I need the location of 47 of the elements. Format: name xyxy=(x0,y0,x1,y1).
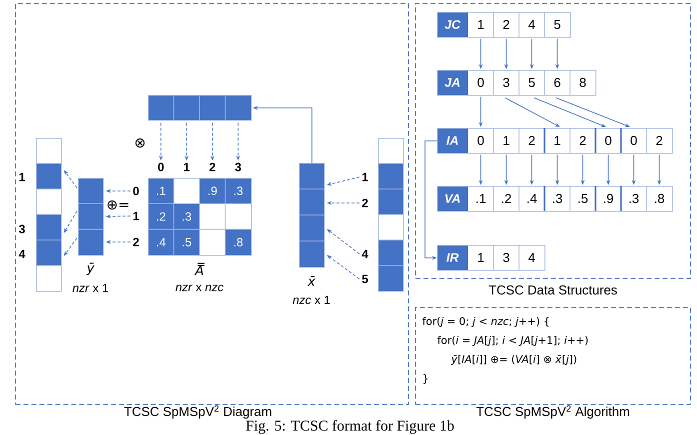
vector-label: nzc x 1 xyxy=(292,296,330,304)
array-row: IA 0 1 2 1 2 0 0 2 xyxy=(437,128,673,154)
row-number: 1 xyxy=(19,172,25,182)
array-row: IR 1 3 4 xyxy=(437,244,546,271)
code-line: ȳ[IA[i]] ⊕= (VA[i] ⊗ x̄[j]) xyxy=(450,354,576,366)
node-label: .1 xyxy=(156,186,166,195)
code-line: } xyxy=(424,374,428,384)
vector-label: ȳ xyxy=(86,262,94,276)
index-number: 5 xyxy=(362,274,368,284)
index-number: 0 xyxy=(133,186,139,196)
matrix-grid: .1 .9 .3 .2 .3 .4 .5 .8 xyxy=(148,178,252,256)
panel-caption: TCSC SpMSpV$^{2}$ Algorithm xyxy=(476,405,630,419)
code-line: for(j = 0; j < nzc; j++) { xyxy=(422,316,549,328)
index-number: 2 xyxy=(133,238,139,246)
panel-caption: TCSC Data Structures xyxy=(488,285,617,295)
node-label: .2 xyxy=(156,212,166,221)
node-label: .3 xyxy=(234,186,243,196)
index-number: 2 xyxy=(362,198,368,208)
vector-label: nzr x 1 xyxy=(72,284,108,292)
index-number: 4 xyxy=(362,250,368,258)
index-number: 2 xyxy=(210,162,216,172)
vector-bar xyxy=(36,138,62,292)
index-number: 1 xyxy=(184,162,190,172)
node-label: .4 xyxy=(156,238,166,246)
node-label: .9 xyxy=(208,186,217,196)
panel-caption: TCSC SpMSpV$^{2}$ Diagram xyxy=(124,405,272,419)
vector-label: x̄ xyxy=(307,276,316,286)
operator-symbol: ⊕= xyxy=(108,200,128,210)
node-label: .3 xyxy=(182,212,192,221)
vector-label: nzr x nzc xyxy=(176,284,224,292)
index-number: 3 xyxy=(235,162,241,172)
index-number: 1 xyxy=(133,212,139,220)
array-row: JC 1 2 4 5 xyxy=(437,12,571,38)
node-label: .5 xyxy=(182,238,192,246)
operator-symbol: ⊗ xyxy=(135,138,145,148)
vector-label: A̿ xyxy=(194,262,204,276)
row-number: 4 xyxy=(18,250,26,258)
index-number: 0 xyxy=(158,162,164,172)
array-row: JA 0 3 5 6 8 xyxy=(437,70,596,96)
array-row: VA .1 .2 .4 .3 .5 .9 .3 .8 xyxy=(437,186,673,212)
vector-bar xyxy=(148,94,252,121)
index-number: 1 xyxy=(362,172,368,182)
node-label: .8 xyxy=(234,238,243,246)
figure-caption: Fig. 5: TCSC format for Figure 1b xyxy=(246,420,454,434)
code-line: for(i = JA[j]; i < JA[j+1]; i++) xyxy=(437,336,588,346)
row-number: 3 xyxy=(18,224,25,234)
vector-bar xyxy=(378,138,404,292)
